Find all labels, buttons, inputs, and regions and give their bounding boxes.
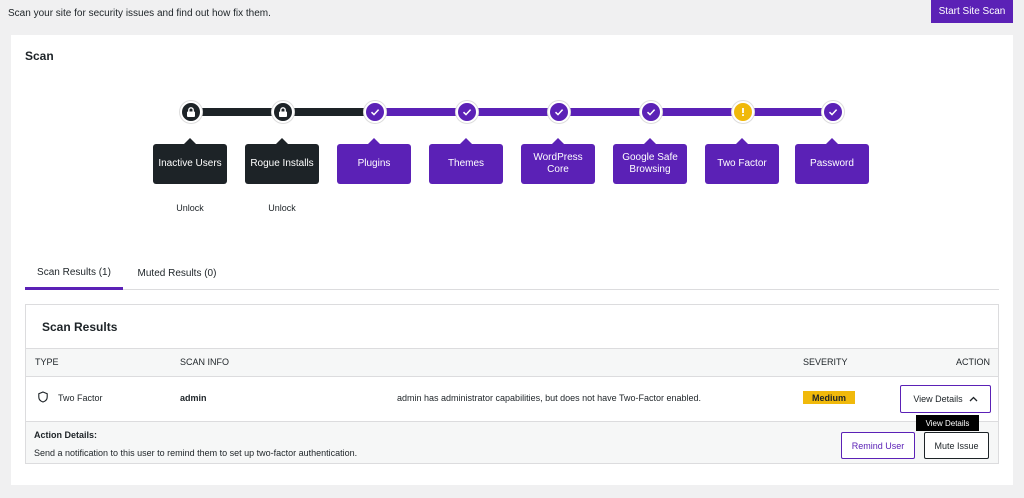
view-details-tooltip: View Details [916, 415, 979, 431]
unlock-link-rogue-installs[interactable]: Unlock [268, 203, 296, 213]
lock-icon [180, 101, 202, 123]
row-scan-info: admin has administrator capabilities, bu… [397, 393, 702, 403]
step-themes[interactable]: Themes [429, 138, 503, 184]
mute-issue-button[interactable]: Mute Issue [924, 432, 989, 459]
step-connector [467, 108, 559, 116]
step-inactive-users[interactable]: Inactive Users [153, 138, 227, 184]
view-details-button[interactable]: View Details [900, 385, 991, 413]
column-action: ACTION [956, 357, 991, 367]
step-rogue-installs[interactable]: Rogue Installs [245, 138, 319, 184]
chevron-up-icon [969, 396, 978, 402]
step-plugins[interactable]: Plugins [337, 138, 411, 184]
row-type: Two Factor [58, 393, 103, 403]
warning-icon [732, 101, 754, 123]
step-connector [191, 108, 283, 116]
check-icon [364, 101, 386, 123]
tab-scan-results[interactable]: Scan Results (1) [25, 257, 123, 290]
check-icon [640, 101, 662, 123]
page-description: Scan your site for security issues and f… [8, 8, 271, 19]
results-title: Scan Results [42, 320, 118, 334]
table-row: Two Factor admin admin has administrator… [26, 377, 998, 421]
step-password[interactable]: Password [795, 138, 869, 184]
results-table-header: TYPE SCAN INFO SEVERITY ACTION [26, 348, 998, 377]
column-type: TYPE [35, 357, 59, 367]
remind-user-button[interactable]: Remind User [841, 432, 915, 459]
step-connector [283, 108, 375, 116]
start-site-scan-button[interactable]: Start Site Scan [931, 0, 1013, 23]
scan-title: Scan [25, 49, 54, 63]
tab-muted-results[interactable]: Muted Results (0) [137, 268, 217, 279]
scan-card: Scan Inactive Users Unlock Rogue Install… [11, 35, 1013, 485]
step-connector [375, 108, 467, 116]
lock-icon [272, 101, 294, 123]
step-connector [743, 108, 833, 116]
severity-badge: Medium [803, 391, 855, 404]
check-icon [456, 101, 478, 123]
step-google-safe-browsing[interactable]: Google Safe Browsing [613, 138, 687, 184]
step-wordpress-core[interactable]: WordPress Core [521, 138, 595, 184]
action-details-title: Action Details: [34, 430, 98, 440]
check-icon [548, 101, 570, 123]
action-details: Action Details: Send a notification to t… [26, 421, 998, 463]
action-details-text: Send a notification to this user to remi… [34, 448, 358, 458]
step-connector [559, 108, 651, 116]
step-connector [651, 108, 743, 116]
row-user: admin [180, 393, 207, 403]
view-details-label: View Details [913, 394, 963, 404]
scan-results-panel: Scan Results TYPE SCAN INFO SEVERITY ACT… [25, 304, 999, 464]
check-icon [822, 101, 844, 123]
column-severity: SEVERITY [803, 357, 848, 367]
scan-stepper: Inactive Users Unlock Rogue Installs Unl… [11, 35, 1013, 235]
results-tabs: Scan Results (1) Muted Results (0) [25, 257, 999, 290]
column-scan-info: SCAN INFO [180, 357, 230, 367]
unlock-link-inactive-users[interactable]: Unlock [176, 203, 204, 213]
shield-icon [38, 391, 48, 403]
step-two-factor[interactable]: Two Factor [705, 138, 779, 184]
